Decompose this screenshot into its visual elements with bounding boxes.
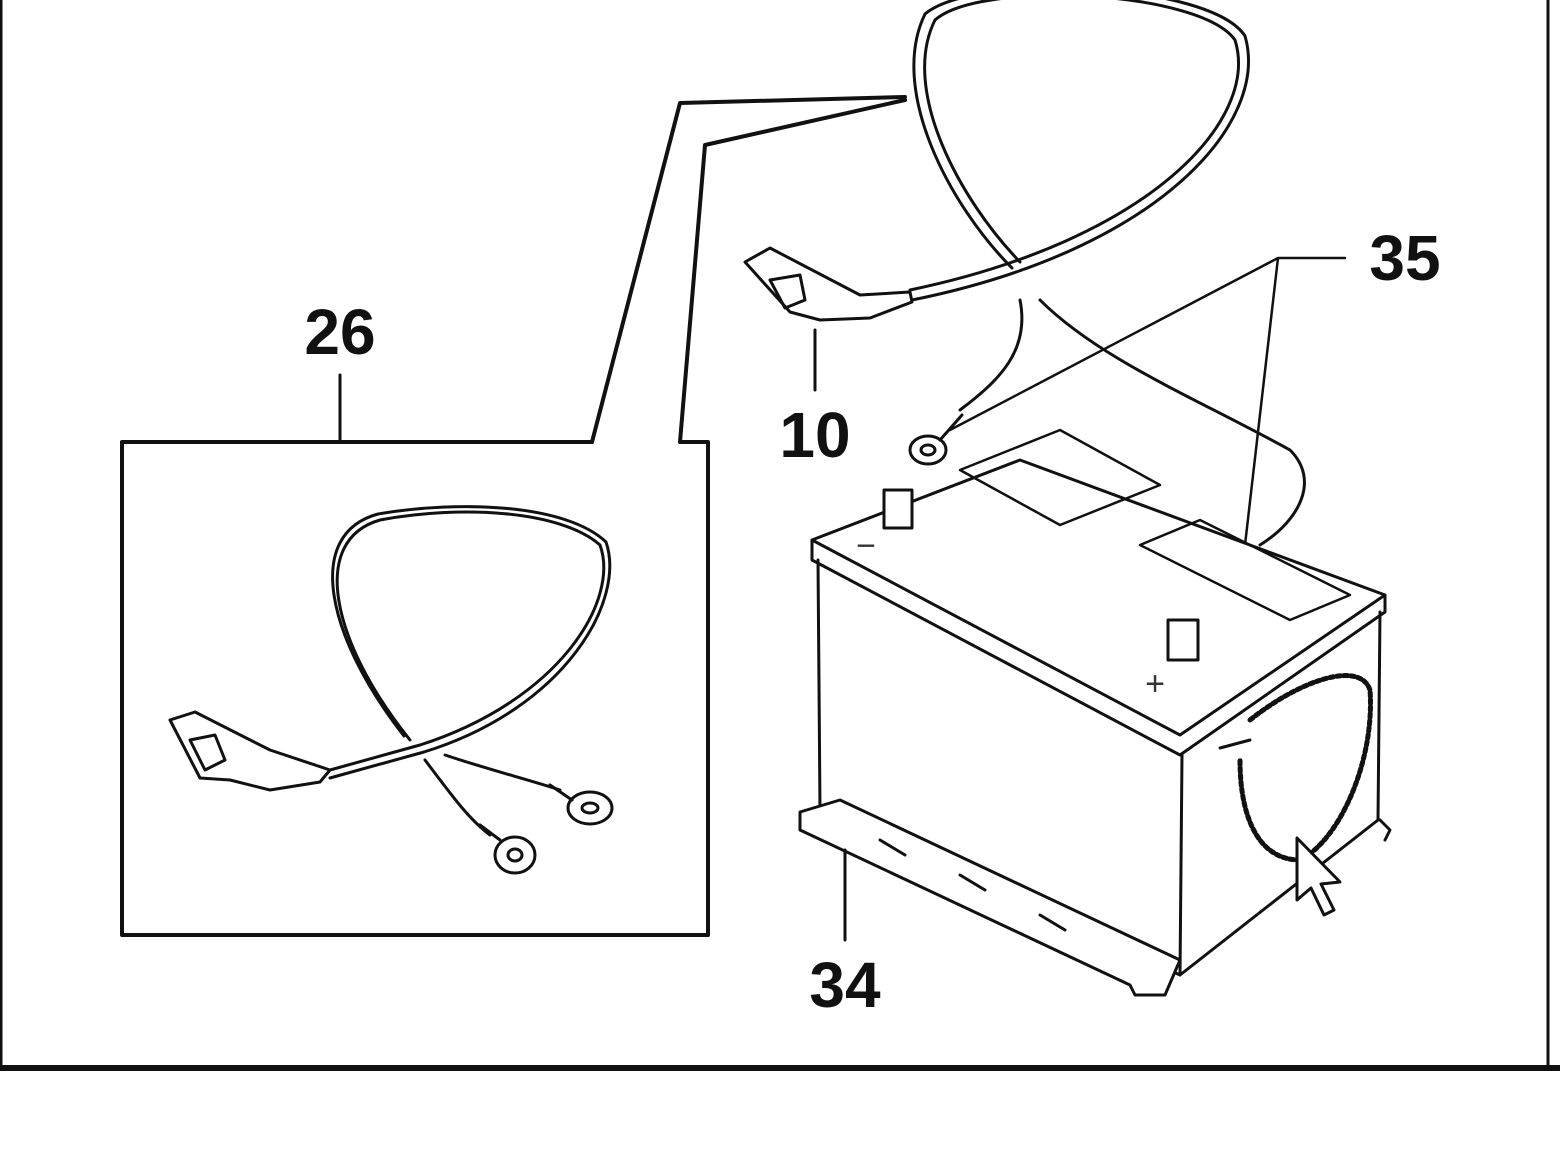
- inset-leader-inner: [678, 98, 907, 444]
- battery: [798, 428, 1392, 997]
- inset-detail-box: [120, 440, 710, 937]
- inset-cable-kit: [168, 505, 614, 875]
- callout-34[interactable]: 34: [809, 949, 881, 1021]
- mouse-cursor-icon: [1295, 836, 1342, 917]
- callout-35[interactable]: 35: [1369, 222, 1441, 294]
- leader-35: [948, 256, 1347, 547]
- negative-terminal-mark: −: [856, 527, 876, 565]
- callout-26[interactable]: 26: [304, 296, 376, 368]
- positive-terminal-mark: +: [1145, 665, 1165, 703]
- callout-10[interactable]: 10: [779, 399, 851, 471]
- inset-leader-outer: [590, 95, 907, 444]
